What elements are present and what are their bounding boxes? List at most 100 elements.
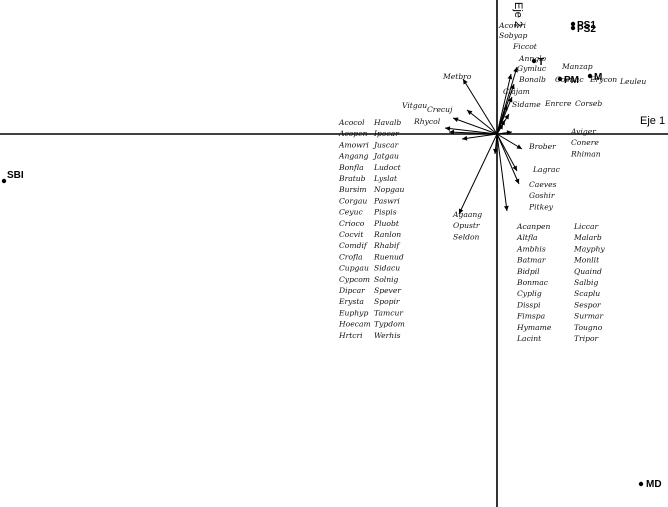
vector-arrowhead-0: [463, 79, 468, 85]
species-label: Bonfla: [338, 163, 364, 172]
site-point-sbi: [1, 178, 7, 184]
site-label-pm: PM: [564, 75, 579, 86]
species-label: Aviger: [570, 127, 596, 136]
species-label: Rhiman: [570, 149, 601, 158]
species-label: Scaplu: [574, 289, 600, 298]
vector-arrowhead-18: [503, 205, 509, 211]
species-labels: AcocolAcopenAmowriAngangBonflaBratubBurs…: [338, 21, 646, 343]
vector-arrowhead-1: [467, 110, 473, 115]
species-label: Juscar: [372, 140, 399, 149]
species-label: Lacint: [516, 334, 542, 343]
species-label: Clajam: [503, 87, 530, 96]
vector-arrowhead-6: [513, 67, 518, 73]
species-label: Monlit: [573, 256, 600, 265]
species-label: Jatgau: [372, 152, 399, 161]
species-label: Bursim: [338, 185, 367, 194]
species-label: Havalb: [373, 118, 401, 127]
site-point-t: [531, 58, 537, 64]
species-label: Erysta: [338, 297, 364, 306]
species-label: Liccar: [573, 222, 599, 231]
species-vectors: [444, 66, 523, 215]
species-label: Lyslat: [373, 174, 398, 183]
species-label: Cypcom: [339, 275, 370, 284]
species-label: Euphyp: [338, 308, 368, 317]
species-label: Angang: [338, 152, 369, 161]
species-label: Cocvit: [339, 230, 364, 239]
species-label: Comdif: [339, 241, 368, 250]
vector-line-0: [462, 78, 498, 135]
species-label: Malarb: [573, 233, 602, 242]
species-label: Gymluc: [517, 64, 547, 73]
species-label: Sidame: [512, 100, 541, 109]
species-label: Dipcar: [338, 286, 365, 295]
vector-arrowhead-11: [504, 114, 509, 120]
species-label: Paswri: [373, 196, 400, 205]
vector-line-7: [496, 73, 512, 135]
species-label: Rhycol: [413, 117, 441, 126]
vector-line-2: [452, 117, 498, 135]
site-point-m: [587, 73, 593, 79]
species-label: Ambhis: [516, 244, 546, 253]
species-label: Pispis: [373, 208, 397, 217]
species-label: Hymame: [516, 323, 552, 332]
vector-line-3: [444, 127, 498, 135]
species-label: Acocol: [338, 118, 365, 127]
vector-arrowhead-5: [462, 135, 468, 141]
species-label: Agaang: [452, 210, 482, 219]
species-label: Ludoct: [373, 163, 402, 172]
site-label-ps1: PS1: [577, 20, 596, 31]
species-label: Opustr: [453, 221, 480, 230]
vector-arrowhead-15: [516, 144, 522, 149]
species-label: Spever: [374, 286, 401, 295]
species-label: Sobyap: [499, 31, 527, 40]
species-label: Acowri: [498, 21, 526, 30]
species-label: Disspi: [516, 300, 541, 309]
species-label: Bonmac: [516, 278, 549, 287]
species-label: Acopen: [338, 129, 368, 138]
species-label: Conere: [571, 138, 599, 147]
species-label: Goshir: [529, 191, 555, 200]
vector-line-16: [496, 133, 518, 172]
species-label: Batmar: [516, 256, 546, 265]
species-label: Erycon: [589, 75, 617, 84]
species-label: Bratub: [338, 174, 366, 183]
species-label: Nopgau: [373, 185, 404, 194]
species-label: Altfla: [516, 233, 538, 242]
species-label: Hrtcri: [338, 331, 363, 340]
vector-arrowhead-8: [510, 84, 515, 90]
species-label: Ruenud: [373, 252, 404, 261]
vector-arrowhead-14: [506, 130, 512, 136]
species-label: Seldon: [453, 232, 480, 241]
species-label: Fimspa: [516, 312, 546, 321]
species-label: Sespor: [574, 300, 601, 309]
vector-arrowhead-4: [449, 129, 455, 135]
species-label: Tougno: [574, 323, 603, 332]
site-point-md: [638, 481, 644, 487]
vector-line-5: [461, 133, 498, 140]
species-label: Metbro: [442, 72, 472, 81]
species-label: Crecuj: [427, 105, 453, 114]
species-label: Lagrac: [532, 165, 561, 174]
species-label: Pitkey: [528, 202, 554, 211]
site-label-ps2: PS2: [577, 24, 596, 35]
species-label: Ceyuc: [339, 208, 363, 217]
species-label: Sidacu: [374, 264, 400, 273]
species-label: Brober: [528, 142, 556, 151]
vector-line-19: [458, 133, 498, 215]
species-label: Tripor: [574, 334, 599, 343]
vector-arrowhead-13: [498, 124, 503, 130]
site-label-t: T: [538, 57, 544, 68]
species-label: Cocnuc: [555, 75, 584, 84]
species-label: Solnig: [374, 275, 399, 284]
species-label: Amowri: [338, 140, 369, 149]
vector-line-4: [448, 131, 498, 135]
species-label: Hoecam: [338, 320, 371, 329]
species-label: Mayphy: [573, 244, 605, 253]
species-label: Salbig: [574, 278, 598, 287]
vector-line-18: [496, 133, 508, 212]
vector-arrowhead-17: [514, 178, 520, 184]
species-label: Ficcot: [512, 42, 538, 51]
species-label: Cupgau: [339, 264, 369, 273]
